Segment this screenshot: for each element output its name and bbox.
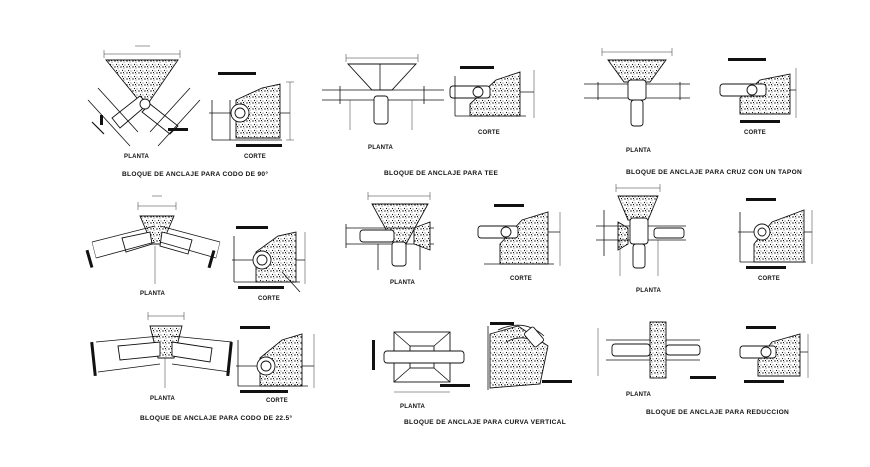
block-reduccion: PLANTA BLOQUE DE ANCLAJE PARA REDUCCION — [597, 321, 809, 416]
block-title: BLOQUE DE ANCLAJE PARA CRUZ CON UN TAPON — [626, 169, 802, 176]
planta-label: PLANTA — [626, 392, 652, 398]
block-title: BLOQUE DE ANCLAJE PARA REDUCCION — [646, 409, 789, 416]
block-cruz-variant: PLANTA CORTE — [596, 184, 813, 294]
corte-view: CORTE — [209, 72, 294, 160]
corte-view: CORTE — [477, 204, 561, 282]
planta-label: PLANTA — [124, 154, 150, 160]
planta-label: PLANTA — [400, 404, 426, 410]
block-codo-45: PLANTA CORTE — [85, 195, 306, 302]
block-title: BLOQUE DE ANCLAJE PARA CODO DE 90° — [122, 170, 268, 178]
planta-view: PLANTA — [584, 48, 690, 154]
planta-view: PLANTA — [596, 184, 686, 294]
corte-label: CORTE — [744, 130, 766, 136]
block-title: BLOQUE DE ANCLAJE PARA TEE — [384, 170, 498, 177]
block-title: BLOQUE DE ANCLAJE PARA CODO DE 22.5° — [140, 414, 292, 422]
block-codo-90: PLANTA CORTE BLOQUE DE ANCLAJE PARA CODO… — [87, 45, 294, 178]
corte-view: CORTE — [232, 226, 306, 302]
planta-label: PLANTA — [140, 291, 166, 297]
planta-view: PLANTA — [85, 195, 221, 297]
corte-view: CORTE — [236, 326, 315, 404]
block-tee-variant: PLANTA CORTE — [345, 192, 561, 286]
corte-label: CORTE — [244, 154, 266, 160]
corte-label: CORTE — [258, 296, 280, 302]
planta-view: PLANTA — [597, 321, 716, 398]
block-curva-vertical: PLANTA BLOQUE DE ANCLAJE PARA CURVA VERT… — [372, 322, 572, 426]
block-codo-22-5: PLANTA CORTE BLOQUE DE ANCLAJE PARA CODO… — [90, 312, 315, 422]
planta-label: PLANTA — [368, 145, 394, 151]
planta-label: PLANTA — [626, 148, 652, 154]
block-tee: PLANTA CORTE BLOQUE DE ANCLAJE PARA TEE — [322, 54, 535, 177]
corte-view: CORTE — [738, 198, 813, 282]
corte-view: CORTE — [719, 58, 797, 136]
planta-view: PLANTA — [87, 45, 201, 160]
corte-view — [487, 322, 572, 390]
corte-view: CORTE — [449, 66, 535, 136]
corte-view — [739, 326, 809, 383]
corte-label: CORTE — [478, 130, 500, 136]
corte-label: CORTE — [266, 398, 288, 404]
planta-label: PLANTA — [390, 280, 416, 286]
planta-view: PLANTA — [322, 54, 444, 151]
block-title: BLOQUE DE ANCLAJE PARA CURVA VERTICAL — [404, 419, 566, 426]
planta-view: PLANTA — [372, 331, 470, 410]
planta-view: PLANTA — [345, 192, 434, 286]
planta-label: PLANTA — [150, 396, 176, 402]
block-cruz-tapon: PLANTA CORTE BLOQUE DE ANCLAJE PARA CRUZ… — [584, 48, 802, 176]
corte-label: CORTE — [510, 276, 532, 282]
planta-label: PLANTA — [636, 288, 662, 294]
planta-view: PLANTA — [90, 312, 233, 402]
corte-label: CORTE — [758, 276, 780, 282]
